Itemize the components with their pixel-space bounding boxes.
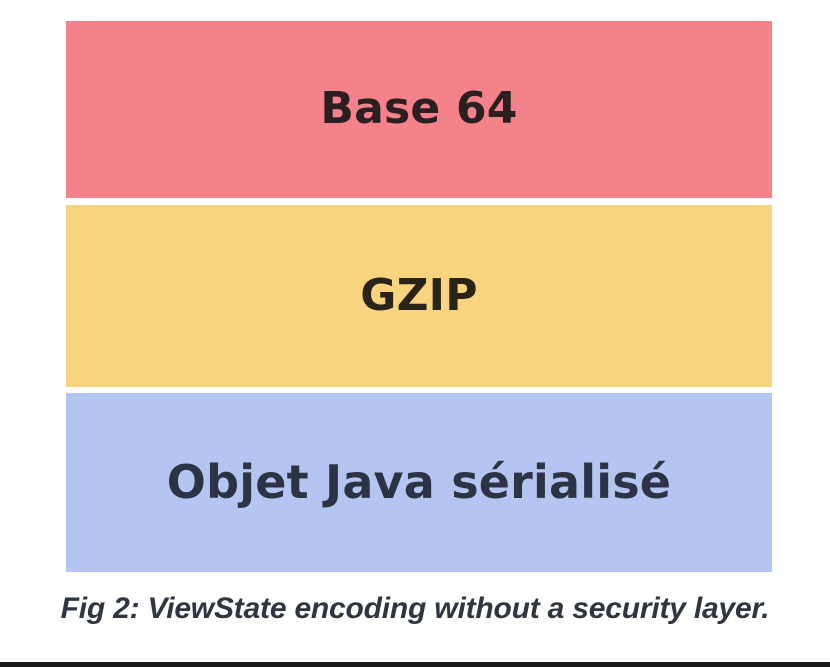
figure-caption: Fig 2: ViewState encoding without a secu… <box>60 592 770 625</box>
layer-serialized-java-object: Objet Java sérialisé <box>66 393 772 572</box>
layer-gzip-label: GZIP <box>360 269 478 321</box>
layer-gzip: GZIP <box>66 205 772 387</box>
layer-base64-label: Base 64 <box>320 83 518 135</box>
layer-serialized-java-object-label: Objet Java sérialisé <box>166 455 672 510</box>
layer-stack: Base 64 GZIP Objet Java sérialisé <box>66 21 772 572</box>
bottom-divider <box>0 662 830 667</box>
layer-base64: Base 64 <box>66 21 772 198</box>
